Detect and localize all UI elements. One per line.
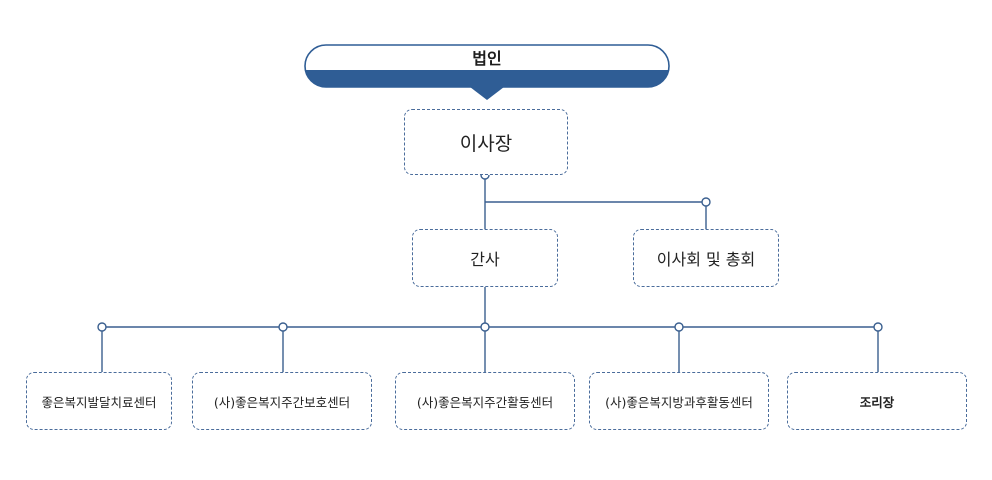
junction-dot-4 xyxy=(674,322,684,332)
center-day-activity: (사)좋은복지주간활동센터 xyxy=(395,372,575,430)
chairman-box: 이사장 xyxy=(404,109,568,175)
junction-dot-1 xyxy=(97,322,107,332)
auditor-box: 간사 xyxy=(412,229,558,287)
center-day-care: (사)좋은복지주간보호센터 xyxy=(192,372,372,430)
center-development-therapy: 좋은복지발달치료센터 xyxy=(26,372,172,430)
junction-dot-3 xyxy=(480,322,490,332)
kitchen-box: 조리장 xyxy=(787,372,967,430)
center-after-school: (사)좋은복지방과후활동센터 xyxy=(589,372,769,430)
board-box: 이사회 및 총회 xyxy=(633,229,779,287)
corporation-label: 법인 xyxy=(472,49,502,68)
junction-dot-5 xyxy=(873,322,883,332)
junction-dot-2 xyxy=(278,322,288,332)
junction-dot-board xyxy=(701,197,711,207)
corporation-banner: 법인 xyxy=(304,44,670,100)
